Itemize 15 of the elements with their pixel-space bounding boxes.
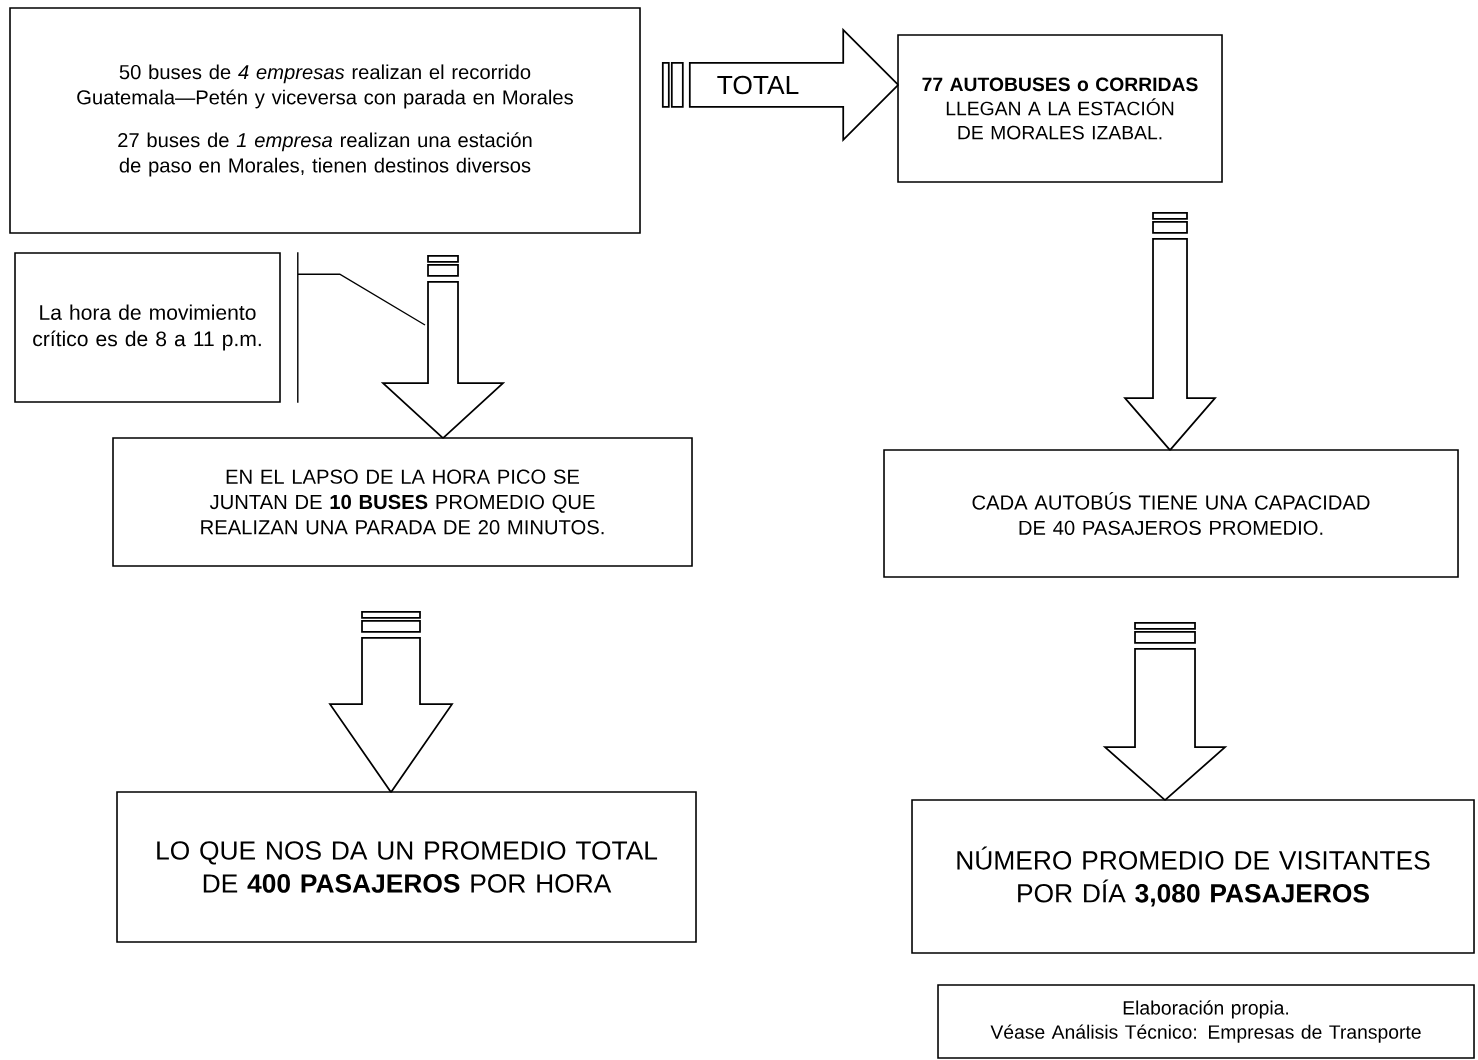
block-arrow [328,610,454,794]
block-arrow [1102,621,1228,802]
info-box: 50 buses de 4 empresas realizan el recorrido Guatemala—Petén y viceversa con parada en Morales 27 buses de 1 empresa realizan una estación de paso en Morales, tienen destinos diversos [9,7,641,234]
note-box: La hora de movimiento crítico es de 8 a 11 p.m. [14,252,281,403]
block-arrow [380,254,506,440]
process-box: LO QUE NOS DA UN PROMEDIO TOTAL DE 400 PASAJEROS POR HORA [116,791,697,943]
block-arrow [661,27,900,143]
process-box: EN EL LAPSO DE LA HORA PICO SE JUNTAN DE 10 BUSES PROMEDIO QUE REALIZAN UNA PARADA DE 20 MINUTOS. [112,437,693,567]
edge-label: TOTAL [715,73,802,97]
result-box: 77 AUTOBUSES o CORRIDAS LLEGAN A LA ESTACIÓN DE MORALES IZABAL. [897,34,1223,183]
process-box: CADA AUTOBÚS TIENE UNA CAPACIDAD DE 40 PASAJEROS PROMEDIO. [883,449,1459,578]
block-arrow [1123,211,1217,452]
source-box: Elaboración propia. Véase Análisis Técnico: Empresas de Transporte [937,984,1475,1059]
process-box: NÚMERO PROMEDIO DE VISITANTES POR DÍA 3,080 PASAJEROS [911,799,1475,954]
leader-line [297,251,426,404]
